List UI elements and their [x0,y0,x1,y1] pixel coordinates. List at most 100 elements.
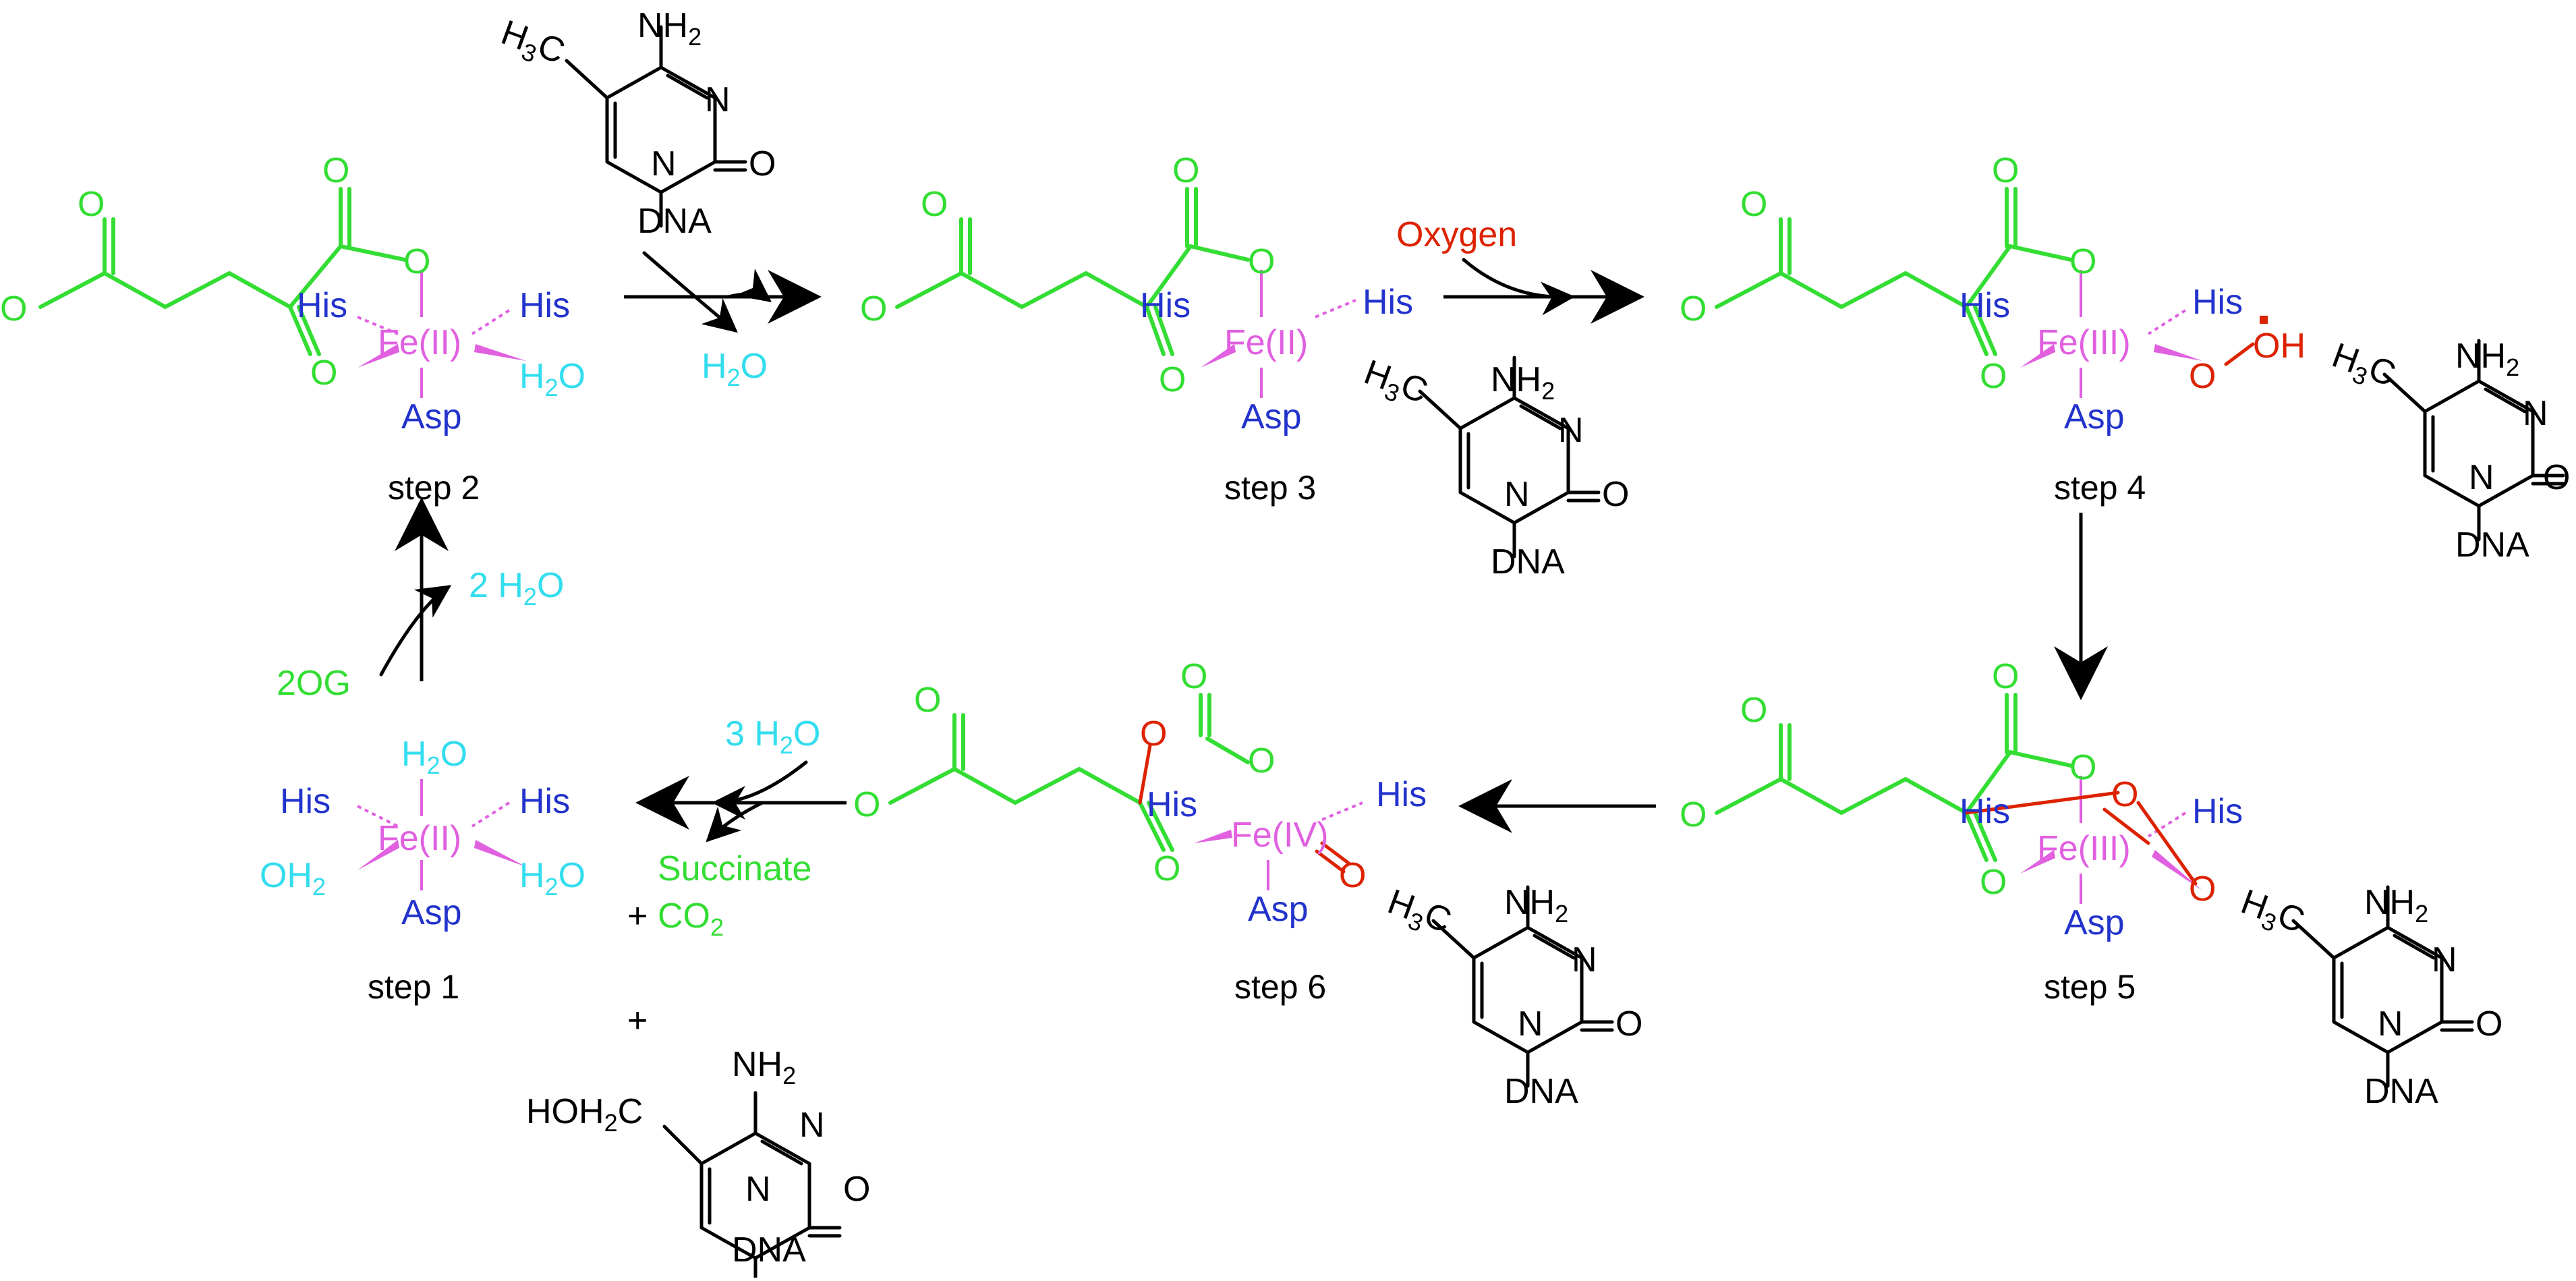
step3-asp: Asp [1241,397,1302,436]
step4-h3c: H3C [2325,335,2401,399]
step2-o-bridge: O [403,242,430,281]
step6-co2-o-top: O [1180,657,1207,696]
step6-oxo-o: O [1339,856,1366,895]
step4-n1: N [2469,458,2494,497]
step6-n3: N [1572,940,1597,979]
step2-o-chelate: O [310,353,337,393]
step3-h3c: H3C [1357,352,1433,416]
step4-nh2: NH2 [2455,337,2519,381]
step3-his-left: His [1140,286,1191,325]
product-n1: N [745,1170,771,1209]
step2-h3c: H3C [494,13,570,77]
step2-carboxyl-o-left: O [0,289,27,329]
step6-carboxyl-o-left: O [853,785,880,824]
product-5hmc: HOH2C NH2 N N O DNA [526,1045,870,1278]
step6-dna: DNA [1504,1072,1578,1111]
step1-h2o-top: H2O [401,735,467,779]
step4-n3: N [2523,394,2548,433]
step5-his-right: His [2192,792,2243,831]
step1-h2o-right: H2O [519,856,585,901]
step2-asp: Asp [401,397,462,436]
step5-n1: N [2378,1004,2403,1044]
step2-substrate-5mc: H3C NH2 N N O DNA [494,6,776,241]
step3-fe: Fe(II) [1224,323,1308,362]
step2-his-left: His [297,286,347,325]
arrow23-h2o: H2O [702,347,768,391]
step4-carboxyl-o-left: O [1680,289,1707,329]
step5-dna: DNA [2364,1072,2438,1111]
arrow-step6-to-step1: 3 H2O Succinate + CO2 + [627,714,847,1040]
step3-substrate-5mc: H3C NH2 N N O DNA [1357,352,1629,581]
step3-complex: O O O O O His Fe(II) His Asp step 3 [860,151,1413,507]
step3-n3: N [1558,411,1584,450]
step3-carbonyl-o-top: O [921,185,948,224]
step6-asp: Asp [1248,890,1309,929]
step6-substrate-5mc: H3C NH2 N N O DNA [1381,882,1642,1111]
step5-fe: Fe(III) [2037,829,2131,868]
step5-ketone-o: O [1992,657,2019,696]
step2-his-right: His [519,286,570,325]
step4-asp: Asp [2064,397,2125,436]
step4-radical-dot [2260,316,2268,324]
step2-fe: Fe(II) [378,323,461,362]
step6-fe: Fe(IV) [1231,816,1328,855]
step4-his-left: His [1959,286,2010,325]
step3-carboxyl-o-left: O [860,289,887,329]
step5-substrate-5mc: H3C NH2 N N O DNA [2234,882,2502,1111]
step4-dna: DNA [2455,525,2529,565]
step4-ketone-o: O [1992,151,2019,190]
step2-carbonyl-o-top: O [78,185,105,224]
step5-nh2: NH2 [2364,883,2428,928]
step4-o-bridge: O [2069,242,2096,281]
step5-his-left: His [1959,792,2010,831]
step1-fe: Fe(II) [378,819,461,858]
product-dna: DNA [732,1230,806,1270]
step2-h2o: H2O [519,357,585,401]
step3-dna: DNA [1491,542,1565,581]
step6-h3c: H3C [1381,882,1456,946]
step6-o-chelate: O [1153,849,1180,888]
product-nh2: NH2 [732,1045,796,1089]
step6-label: step 6 [1234,968,1326,1006]
step1-asp: Asp [401,893,462,932]
step3-o-bridge: O [1248,242,1275,281]
step3-o2: O [1602,475,1629,514]
step3-his-right: His [1363,283,1413,322]
step3-ketone-o: O [1172,151,1199,190]
step6-complex: O O O O O O His Fe(IV) His O Asp step 6 [853,657,1427,1006]
arrow-step2-to-step3: H2O [624,251,822,391]
product-n3: N [799,1106,825,1145]
step1-oh2: OH2 [260,856,326,901]
arrow61-plus: + [627,896,648,936]
step5-label: step 5 [2044,968,2136,1006]
step5-o-bridge: O [2069,748,2096,787]
step4-substrate-5mc: H3C NH2 N N O DNA [2325,335,2570,565]
arrow61-3h2o: 3 H2O [725,714,820,759]
step6-new-o: O [1140,714,1167,753]
step2-o2: O [749,144,776,183]
arrow34-oxygen: Oxygen [1396,215,1517,254]
step6-n1: N [1518,1004,1543,1044]
step5-h3c: H3C [2234,882,2310,946]
arrow-step3-to-step4: Oxygen [1396,215,1644,324]
arrow61-succinate: Succinate [658,849,811,888]
product-hoh2c: HOH2C [526,1092,643,1137]
step3-o-chelate: O [1159,360,1186,399]
step1-label: step 1 [368,968,459,1006]
step5-peroxo-o1: O [2111,775,2138,814]
step4-oh: OH [2253,326,2306,366]
step5-o2: O [2475,1004,2502,1044]
step6-nh2: NH2 [1504,883,1568,928]
step4-complex: O O O O O His Fe(III) His O OH Asp step … [1680,151,2306,507]
step5-carboxyl-o-left: O [1680,795,1707,834]
step6-his-left: His [1147,785,1197,824]
step2-nh2: NH2 [637,6,702,51]
arrow12-2og: 2OG [277,664,351,703]
step5-o-chelate: O [1980,863,2007,902]
step6-o2: O [1615,1004,1642,1044]
step1-his-right: His [519,782,570,821]
step1-his-left: His [280,782,331,821]
step4-label: step 4 [2054,469,2146,507]
step2-dna: DNA [637,202,712,241]
step4-carbonyl-o-top: O [1740,185,1767,224]
